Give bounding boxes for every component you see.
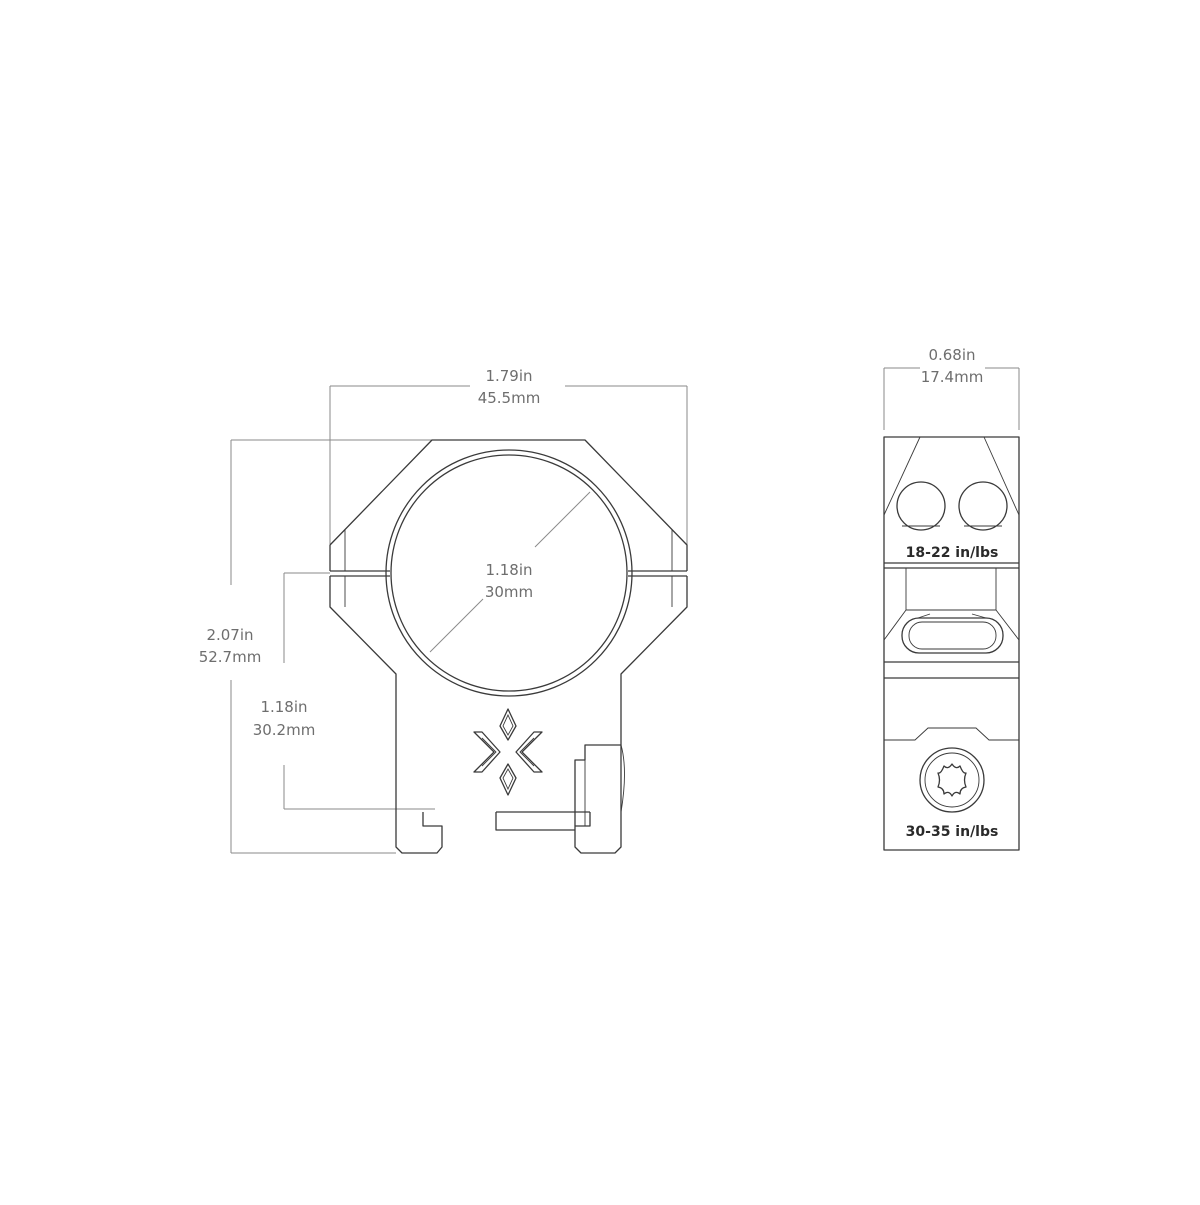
width-dimension: 1.79in 45.5mm [329, 367, 688, 545]
cap-screw-left-icon [896, 481, 946, 531]
recoil-slot [901, 617, 1004, 654]
side-body [883, 436, 1020, 851]
center-height-dimension: 1.18in 30.2mm [253, 572, 435, 810]
height-dimension: 2.07in 52.7mm [199, 439, 432, 854]
brand-emblem-icon [473, 708, 543, 796]
width-mm-label: 45.5mm [478, 389, 541, 407]
width-in-label: 1.79in [485, 367, 532, 385]
torx-screw-icon [919, 747, 985, 813]
cap-screw-right-icon [958, 481, 1008, 531]
front-view: 1.79in 45.5mm 2.07in 52.7mm 1.18in 30.2m… [199, 367, 688, 854]
ring-body [329, 439, 688, 854]
height-in-label: 2.07in [206, 626, 253, 644]
side-width-dimension: 0.68in 17.4mm [883, 346, 1020, 430]
tube-mm-label: 30mm [485, 583, 533, 601]
cap-torque-label: 18-22 in/lbs [906, 545, 999, 561]
tube-bore: 1.18in 30mm [385, 449, 633, 697]
tube-in-label: 1.18in [485, 561, 532, 579]
side-view: 0.68in 17.4mm [883, 346, 1020, 851]
base-torque-label: 30-35 in/lbs [906, 824, 999, 840]
center-in-label: 1.18in [260, 698, 307, 716]
center-mm-label: 30.2mm [253, 721, 316, 739]
side-width-in-label: 0.68in [928, 346, 975, 364]
height-mm-label: 52.7mm [199, 648, 262, 666]
side-width-mm-label: 17.4mm [921, 368, 984, 386]
